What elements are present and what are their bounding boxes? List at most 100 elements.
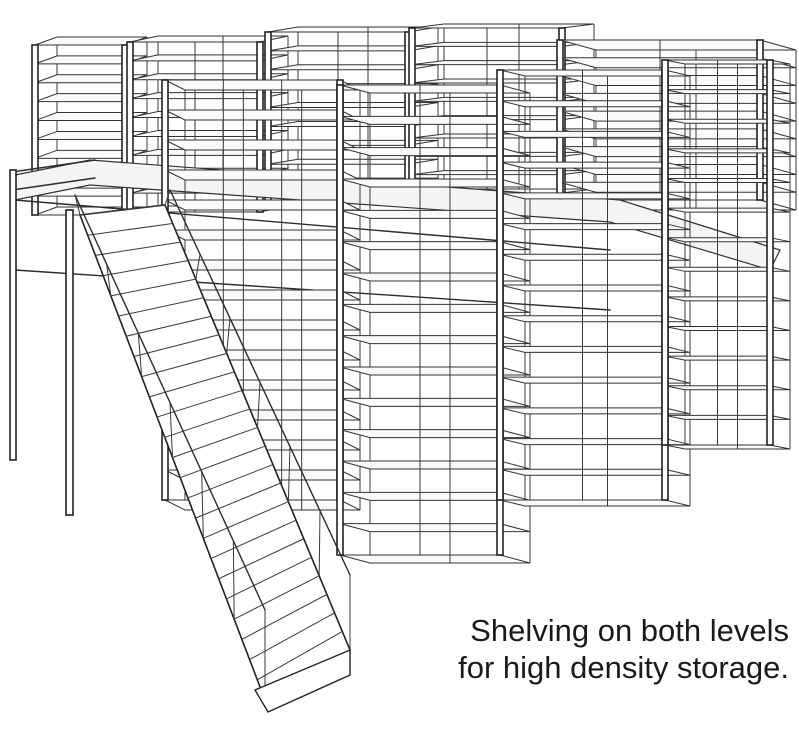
lower-unit-3 bbox=[496, 69, 691, 507]
stair-tread bbox=[95, 241, 181, 256]
stair-tread bbox=[203, 501, 289, 539]
shelf bbox=[164, 79, 361, 91]
shelf bbox=[664, 296, 791, 302]
stair-tread bbox=[156, 389, 243, 418]
shelf bbox=[499, 130, 691, 138]
shelf bbox=[339, 335, 531, 345]
shelf bbox=[34, 93, 148, 103]
lower-unit-4 bbox=[661, 59, 791, 450]
shelf bbox=[129, 35, 289, 43]
shelf bbox=[664, 59, 791, 65]
shelf bbox=[499, 499, 691, 507]
post bbox=[408, 27, 416, 194]
shelf bbox=[499, 376, 691, 384]
shelf bbox=[499, 407, 691, 415]
handrail-post bbox=[287, 446, 291, 502]
shelf bbox=[339, 429, 531, 439]
shelf bbox=[499, 192, 691, 200]
stair-tread bbox=[210, 519, 297, 559]
shelf bbox=[164, 259, 361, 271]
handrail-post bbox=[257, 382, 261, 428]
shelf bbox=[129, 92, 289, 100]
handrail-post bbox=[318, 510, 321, 576]
shelf bbox=[164, 109, 361, 121]
upper-unit-5 bbox=[556, 39, 797, 211]
shelf bbox=[34, 55, 148, 65]
stair-stringers bbox=[78, 204, 352, 702]
shelf bbox=[34, 36, 148, 46]
handrail-post bbox=[74, 194, 81, 216]
guard-rail-top bbox=[11, 159, 96, 173]
lower-unit-2 bbox=[336, 84, 531, 564]
shelf bbox=[499, 69, 691, 77]
shelf bbox=[664, 266, 791, 272]
shelf bbox=[411, 41, 595, 47]
lower-level-shelving bbox=[161, 59, 791, 564]
post bbox=[766, 59, 774, 446]
handrail-post bbox=[169, 402, 173, 458]
shelf bbox=[129, 54, 289, 62]
stair-tread bbox=[241, 593, 328, 640]
shelf bbox=[34, 149, 148, 159]
stair-tread bbox=[149, 371, 235, 398]
shelf bbox=[559, 39, 797, 51]
shelf bbox=[499, 100, 691, 108]
stair-structure bbox=[74, 189, 352, 713]
shelf bbox=[129, 129, 289, 137]
post bbox=[256, 41, 264, 213]
shelf bbox=[664, 89, 791, 95]
shelf bbox=[339, 366, 531, 376]
shelf bbox=[267, 158, 439, 165]
shelf bbox=[664, 207, 791, 213]
shelf bbox=[339, 397, 531, 407]
shelf bbox=[664, 444, 791, 450]
shelf bbox=[499, 468, 691, 476]
post bbox=[336, 84, 344, 556]
stair-tread bbox=[118, 297, 204, 317]
shelf bbox=[664, 326, 791, 332]
stair-tread bbox=[226, 556, 312, 600]
stair-tread bbox=[126, 315, 212, 337]
shelf bbox=[339, 84, 531, 94]
shelf bbox=[339, 147, 531, 157]
shelf bbox=[664, 148, 791, 154]
shelf bbox=[664, 355, 791, 361]
shelf bbox=[339, 272, 531, 282]
shelf bbox=[499, 315, 691, 323]
post bbox=[496, 69, 504, 501]
shelf bbox=[411, 60, 595, 66]
handrail-post bbox=[232, 540, 235, 620]
stair-tread bbox=[87, 223, 173, 236]
stair-bottom-step bbox=[253, 648, 351, 713]
handrail-post bbox=[201, 471, 204, 539]
handrail-post bbox=[106, 264, 112, 296]
shelf bbox=[499, 345, 691, 353]
shelf bbox=[411, 23, 595, 29]
handrail-post bbox=[164, 189, 171, 206]
guard-rail-mid bbox=[11, 177, 96, 191]
stair-tread bbox=[103, 260, 189, 277]
staircase bbox=[74, 189, 352, 713]
shelf bbox=[164, 199, 361, 211]
stair-tread bbox=[172, 427, 258, 458]
stair-tread bbox=[133, 334, 220, 357]
shelf bbox=[499, 253, 691, 261]
shelf bbox=[664, 177, 791, 183]
shelf bbox=[164, 169, 361, 181]
shelf bbox=[34, 130, 148, 140]
handrail-post bbox=[137, 333, 143, 377]
shelf bbox=[499, 284, 691, 292]
shelf bbox=[34, 112, 148, 122]
shelf bbox=[664, 385, 791, 391]
post bbox=[661, 59, 669, 446]
stair-tread bbox=[257, 631, 343, 681]
shelf bbox=[664, 237, 791, 243]
shelf bbox=[339, 523, 531, 533]
stair-tread bbox=[249, 612, 335, 661]
shelf bbox=[164, 229, 361, 241]
column-left bbox=[9, 169, 17, 461]
shelf bbox=[164, 139, 361, 151]
shelf bbox=[339, 303, 531, 313]
